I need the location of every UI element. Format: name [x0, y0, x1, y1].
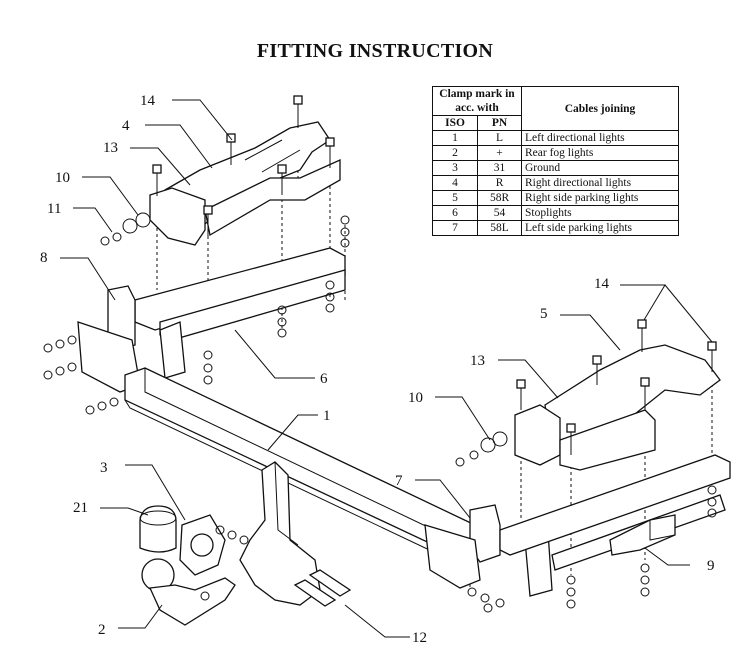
label-21: 21 [73, 500, 88, 516]
label-13-left: 13 [103, 140, 118, 156]
label-13-right: 13 [470, 353, 485, 369]
header-pn: PN [477, 115, 522, 131]
nuts-and-washers [43, 212, 717, 613]
cell-cable: Left side parking lights [521, 220, 679, 236]
label-6: 6 [320, 371, 328, 387]
cell-cable: Right side parking lights [521, 190, 679, 206]
page-title: FITTING INSTRUCTION [256, 40, 494, 62]
label-14-left: 14 [140, 93, 156, 109]
label-7: 7 [395, 473, 403, 489]
label-5: 5 [540, 306, 548, 322]
table-row: 2+Rear fog lights [431, 145, 679, 161]
label-10-right: 10 [408, 390, 423, 406]
part-number-labels: 14 4 13 10 11 8 6 1 3 21 2 12 7 9 5 13 1… [40, 93, 715, 646]
label-9: 9 [707, 558, 715, 574]
label-3: 3 [100, 460, 108, 476]
leader-lines [60, 99, 713, 638]
part-7-right-side-bracket [424, 504, 553, 597]
label-1: 1 [323, 408, 331, 424]
part-9-spacer-block [609, 514, 676, 556]
label-2: 2 [98, 622, 106, 638]
cell-iso: 7 [431, 220, 479, 236]
part-2-tow-ball [141, 558, 236, 626]
label-8: 8 [40, 250, 48, 266]
part-6-left-side-bar [134, 247, 346, 341]
header-clamp-mark: Clamp mark in acc. with [432, 86, 522, 116]
label-11: 11 [47, 201, 61, 217]
cable-joining-table: Clamp mark in acc. with Cables joining I… [431, 86, 679, 236]
vertical-bolts [152, 95, 717, 455]
part-3-socket-plate [179, 514, 226, 576]
table-subheader-row: ISO PN [431, 115, 679, 131]
part-21-ball-cover [139, 505, 177, 553]
cell-pn: 58R [477, 190, 522, 206]
label-14-right: 14 [594, 276, 610, 292]
label-4: 4 [122, 118, 130, 134]
part-12-bolts [293, 569, 352, 607]
label-12: 12 [412, 630, 427, 646]
part-towbar-neck-plate [239, 461, 321, 606]
part-right-clamp-plate [514, 404, 656, 471]
part-left-clamp-plate [149, 158, 341, 246]
label-10-left: 10 [55, 170, 70, 186]
